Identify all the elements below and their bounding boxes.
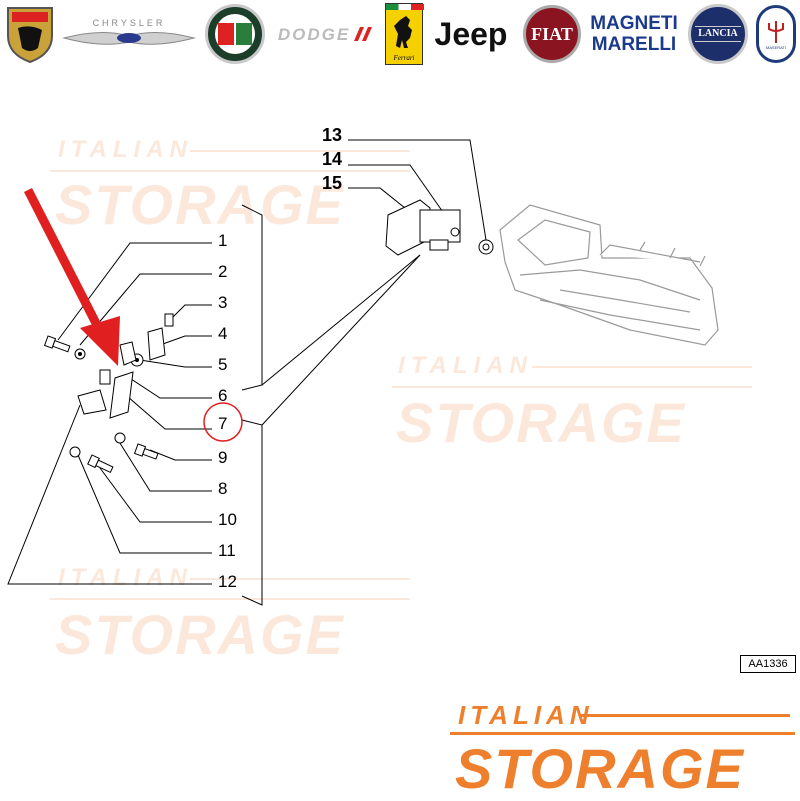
- part-lever-7: [109, 371, 134, 419]
- dodge-logo: DODGE: [270, 4, 380, 64]
- part-spacer: [99, 369, 111, 385]
- ferrari-wordmark: Ferrari: [393, 54, 415, 62]
- part-bracket-12: [77, 389, 107, 415]
- abarth-logo: [2, 4, 58, 64]
- actuator-assembly: [385, 199, 494, 256]
- highlight-annotation: [23, 187, 243, 442]
- fiat-logo: FIAT: [522, 4, 582, 64]
- part-pin-3: [164, 313, 174, 327]
- ferrari-logo: Ferrari: [384, 3, 424, 65]
- fiat-wordmark: FIAT: [531, 24, 573, 44]
- callout-12: 12: [218, 572, 237, 591]
- part-screw-10: [87, 454, 114, 474]
- callout-4: 4: [218, 324, 228, 343]
- marelli-wordmark: MARELLI: [591, 34, 677, 55]
- jeep-logo: Jeep: [428, 4, 514, 64]
- alfa-romeo-logo: [203, 4, 267, 64]
- lancia-wordmark: LANCIA: [695, 26, 741, 42]
- abarth-shield-icon: [7, 7, 53, 64]
- chrysler-logo: CHRYSLER: [62, 4, 196, 64]
- italian-storage-logo: ITALIAN STORAGE: [450, 700, 800, 800]
- small-parts-cluster: [43, 313, 174, 474]
- dodge-wordmark: DODGE: [277, 24, 351, 44]
- callout-2: 2: [218, 262, 228, 281]
- red-arrow-head: [80, 316, 120, 366]
- callout-7: 7: [218, 414, 228, 433]
- magneti-wordmark: MAGNETI: [590, 13, 678, 34]
- callout-9: 9: [218, 448, 228, 467]
- dodge-stripes-icon: [354, 27, 373, 41]
- part-nut-11: [69, 446, 81, 458]
- part-clip-6: [119, 341, 137, 366]
- part-bracket-4: [147, 327, 166, 361]
- brand-logo-bar: CHRYSLER DODGE Ferrari Jeep FIAT: [0, 0, 800, 70]
- jeep-wordmark: Jeep: [434, 16, 508, 52]
- prancing-horse-icon: [394, 16, 412, 48]
- callout-11: 11: [218, 541, 236, 560]
- highlight-circle: [203, 402, 243, 442]
- callout-1: 1: [218, 231, 228, 250]
- red-arrow-shaft: [23, 187, 107, 338]
- magneti-marelli-logo: MAGNETI MARELLI: [586, 4, 682, 64]
- part-bolt-1: [43, 335, 71, 353]
- lancia-logo: LANCIA: [686, 4, 750, 64]
- callout-8: 8: [218, 479, 228, 498]
- callout-14: 14: [322, 149, 343, 169]
- maserati-wordmark: MASERATI: [765, 44, 787, 50]
- logo-storage-text: STORAGE: [455, 737, 745, 800]
- callout-15: 15: [322, 173, 343, 193]
- logo-top-rule: [580, 714, 790, 717]
- maserati-logo: MASERATI: [754, 4, 798, 64]
- chrysler-wordmark: CHRYSLER: [93, 18, 166, 28]
- chrysler-wings-icon: CHRYSLER: [62, 18, 196, 45]
- callout-13: 13: [322, 125, 343, 145]
- diagram-reference-code: AA1336: [740, 655, 796, 673]
- callout-5: 5: [218, 355, 228, 374]
- part-nut-8: [114, 432, 126, 444]
- logo-italian-text: ITALIAN: [458, 700, 594, 730]
- trident-icon: [768, 20, 784, 43]
- heater-duct-housing: [499, 204, 719, 346]
- logo-mid-rule: [450, 732, 795, 735]
- callout-3: 3: [218, 293, 228, 312]
- part-actuator-14: [419, 209, 461, 243]
- callout-10: 10: [218, 510, 237, 529]
- part-screw-9: [133, 443, 159, 460]
- callout-6: 6: [218, 386, 228, 405]
